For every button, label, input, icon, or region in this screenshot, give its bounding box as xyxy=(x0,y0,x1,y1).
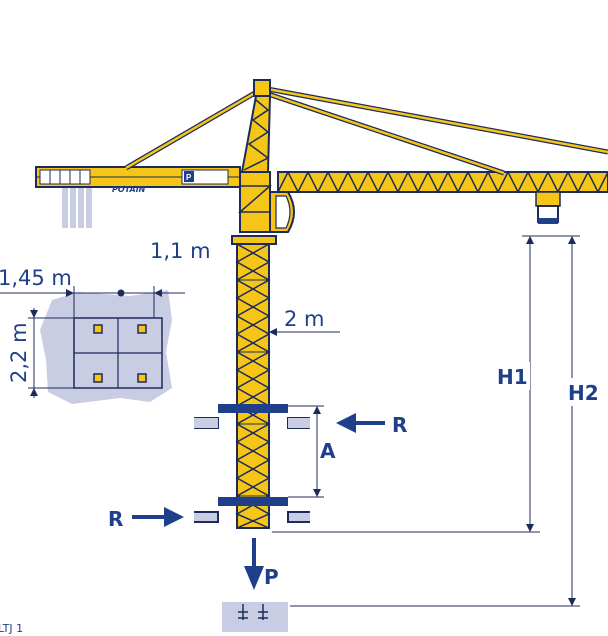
slewing-ring xyxy=(231,235,277,245)
tower-head xyxy=(124,79,608,176)
reaction-top-label: R xyxy=(392,413,407,437)
anchor-bolt xyxy=(93,373,103,383)
height-side-label: 2,2 m xyxy=(7,322,31,383)
slewing-section xyxy=(231,171,295,245)
height-2-label: H2 xyxy=(568,381,599,405)
anchor-bolt xyxy=(137,324,147,334)
anchor-spacing-label: A xyxy=(320,439,336,463)
trolley xyxy=(535,191,561,207)
logo-text: P xyxy=(186,173,192,182)
width-right-label: 1,1 m xyxy=(150,239,211,263)
anchor-frame-top xyxy=(194,404,310,429)
anchor-bolt xyxy=(137,373,147,383)
height-dimensions: H1 H2 xyxy=(272,235,608,607)
counterweight xyxy=(86,186,92,228)
mast xyxy=(235,243,271,529)
load-label: P xyxy=(264,565,279,589)
floor-plan: 1,45 m 1,1 m 2,2 m xyxy=(0,239,211,404)
counterweight xyxy=(78,186,84,228)
figure-code: LTJ 1 xyxy=(0,622,23,635)
height-1-label: H1 xyxy=(497,365,528,389)
reaction-arrow-bottom: R xyxy=(108,507,184,531)
mast-width-dimension: 2 m xyxy=(269,307,340,336)
load-arrow: P xyxy=(244,538,279,590)
mast-width-label: 2 m xyxy=(284,307,325,331)
anchor-frame-bottom xyxy=(194,497,310,523)
floor-slab xyxy=(40,290,172,404)
anchor-spacing-dimension: A xyxy=(288,405,336,498)
reaction-bottom-label: R xyxy=(108,507,123,531)
counterweight xyxy=(70,186,76,228)
width-left-label: 1,45 m xyxy=(0,266,72,290)
reaction-arrow-top: R xyxy=(336,413,407,437)
jib xyxy=(277,170,608,224)
counterweight xyxy=(62,186,68,228)
anchor-bolt xyxy=(93,324,103,334)
foundation-block xyxy=(222,602,288,632)
logo-badge xyxy=(184,171,194,182)
brand-label: POTAIN xyxy=(112,185,146,194)
mast-center-dot xyxy=(117,289,125,297)
counter-jib: P POTAIN xyxy=(35,166,241,228)
